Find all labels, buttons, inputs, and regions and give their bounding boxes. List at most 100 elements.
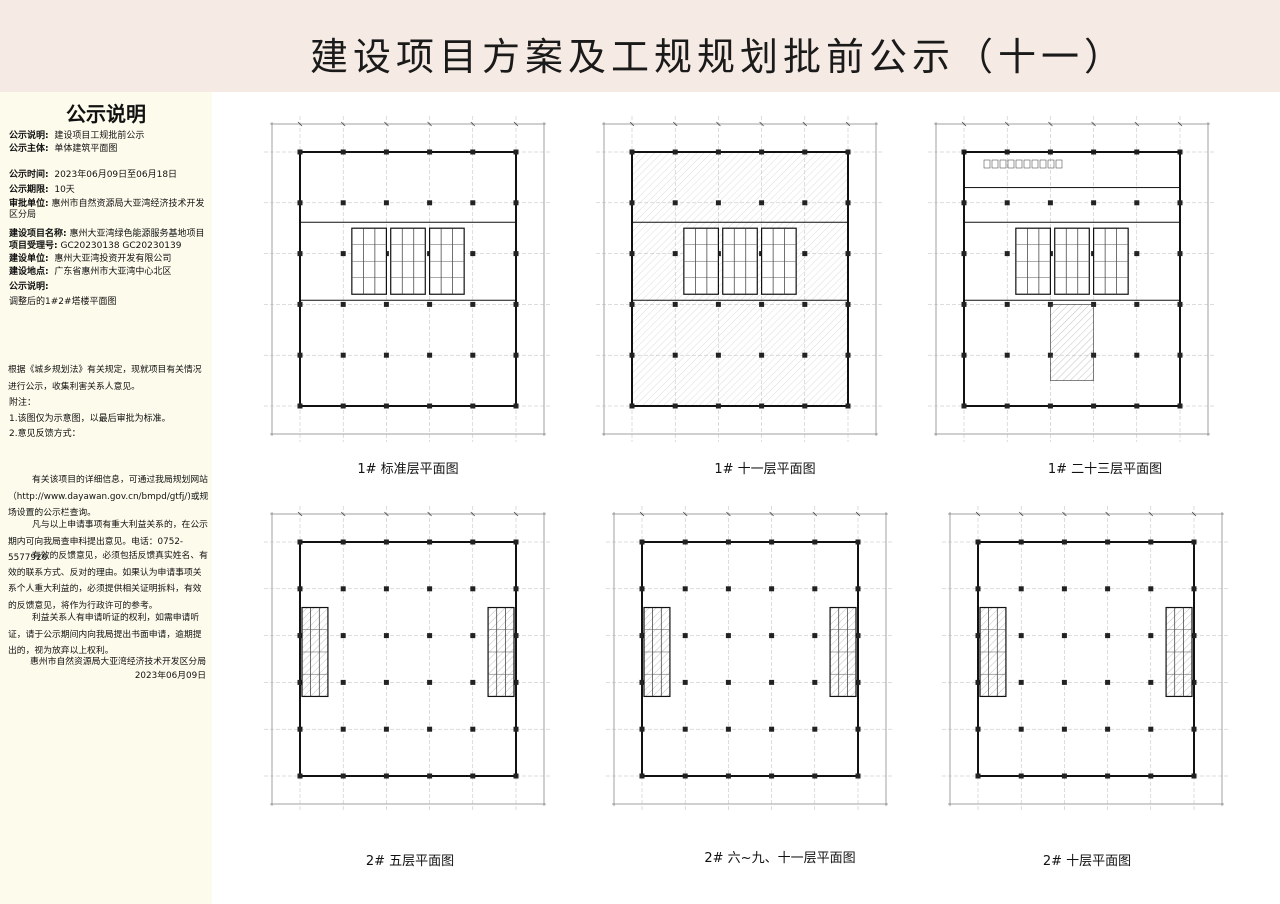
column [629, 200, 635, 206]
column [975, 726, 981, 732]
column [1148, 679, 1154, 685]
column [639, 679, 645, 685]
column [340, 726, 346, 732]
column [629, 149, 635, 155]
column [715, 352, 721, 358]
roof-equipment [963, 151, 1181, 189]
column [975, 773, 981, 779]
column [769, 726, 775, 732]
column [802, 403, 808, 409]
column [961, 352, 967, 358]
column [1047, 403, 1053, 409]
column [427, 773, 433, 779]
column [297, 773, 303, 779]
exterior-wall [299, 151, 517, 407]
column [340, 352, 346, 358]
dimension-tick [716, 121, 721, 127]
dimension-tick [340, 121, 346, 127]
field-row: 公示说明: 建设项目工规批前公示 [9, 131, 145, 141]
equipment-unit [983, 159, 991, 169]
column [769, 679, 775, 685]
column [1191, 679, 1197, 685]
column [1061, 539, 1067, 545]
dimension-tick [297, 121, 303, 127]
dimension-tick [672, 121, 678, 127]
dimension-tick [1062, 511, 1067, 517]
exterior-wall [977, 541, 1195, 777]
header-banner: 建设项目方案及工规规划批前公示（十一） [0, 0, 1280, 92]
column [759, 301, 765, 307]
column [1047, 200, 1053, 206]
column [672, 301, 678, 307]
equipment-unit [1007, 159, 1015, 169]
dimension-tick [812, 511, 818, 517]
column [629, 251, 635, 257]
column [1105, 726, 1111, 732]
column [427, 633, 433, 639]
column [802, 352, 808, 358]
column [961, 200, 967, 206]
column [1018, 679, 1024, 685]
column [470, 633, 476, 639]
column [1061, 633, 1067, 639]
column [297, 726, 303, 732]
column [340, 200, 346, 206]
column [470, 586, 476, 592]
column [812, 586, 818, 592]
column [340, 633, 346, 639]
column [470, 352, 476, 358]
column [1134, 251, 1140, 257]
column [769, 773, 775, 779]
field-row: 项目受理号: GC20230138 GC20230139 [9, 241, 182, 251]
column [1191, 586, 1197, 592]
column [1018, 773, 1024, 779]
note-1: 1.该图仅为示意图，以最后审批为标准。 [9, 414, 171, 424]
column [383, 403, 389, 409]
column [1018, 586, 1024, 592]
column [975, 679, 981, 685]
column [297, 679, 303, 685]
plan-caption: 1# 十一层平面图 [714, 462, 816, 477]
column [672, 251, 678, 257]
column [802, 200, 808, 206]
column [759, 200, 765, 206]
floor-plan-2-fifth [258, 494, 558, 824]
column [715, 200, 721, 206]
column [1134, 403, 1140, 409]
column [1004, 352, 1010, 358]
equipment-unit [1031, 159, 1039, 169]
dimension-tick [845, 121, 851, 127]
floor-plan-2-sixth-ninth-eleventh [600, 494, 900, 824]
column [1061, 679, 1067, 685]
dimension-tick [769, 511, 774, 517]
column [340, 403, 346, 409]
column [297, 251, 303, 257]
plan-drawing [264, 506, 552, 812]
equipment-unit [1055, 159, 1063, 169]
column [845, 352, 851, 358]
signature-org: 惠州市自然资源局大亚湾经济技术开发区分局 [30, 657, 206, 667]
column [513, 149, 519, 155]
column [1134, 301, 1140, 307]
column [855, 586, 861, 592]
dimension-tick [961, 121, 967, 127]
column [725, 679, 731, 685]
column [427, 679, 433, 685]
detail-paragraph: 有关该项目的详细信息，可通过我局规划网站（http://www.dayawan.… [8, 475, 209, 518]
hearing-paragraph: 利益关系人有申请听证的权利，如需申请听证，请于公示期间内向我局提出书面申请，逾期… [8, 613, 202, 656]
column [340, 586, 346, 592]
column [513, 251, 519, 257]
column [1004, 251, 1010, 257]
dimension-tick [513, 511, 519, 517]
column [1061, 773, 1067, 779]
dimension-tick [470, 121, 476, 127]
notes-heading: 附注： [9, 398, 37, 408]
column [1004, 301, 1010, 307]
column [470, 403, 476, 409]
column [802, 251, 808, 257]
dimension-tick [759, 121, 764, 127]
column [297, 403, 303, 409]
objection-paragraph: 凡与以上申请事项有重大利益关系的，在公示期内可向我局查申科提出意见。电话：075… [8, 520, 208, 563]
column [383, 149, 389, 155]
dimension-tick [427, 121, 432, 127]
